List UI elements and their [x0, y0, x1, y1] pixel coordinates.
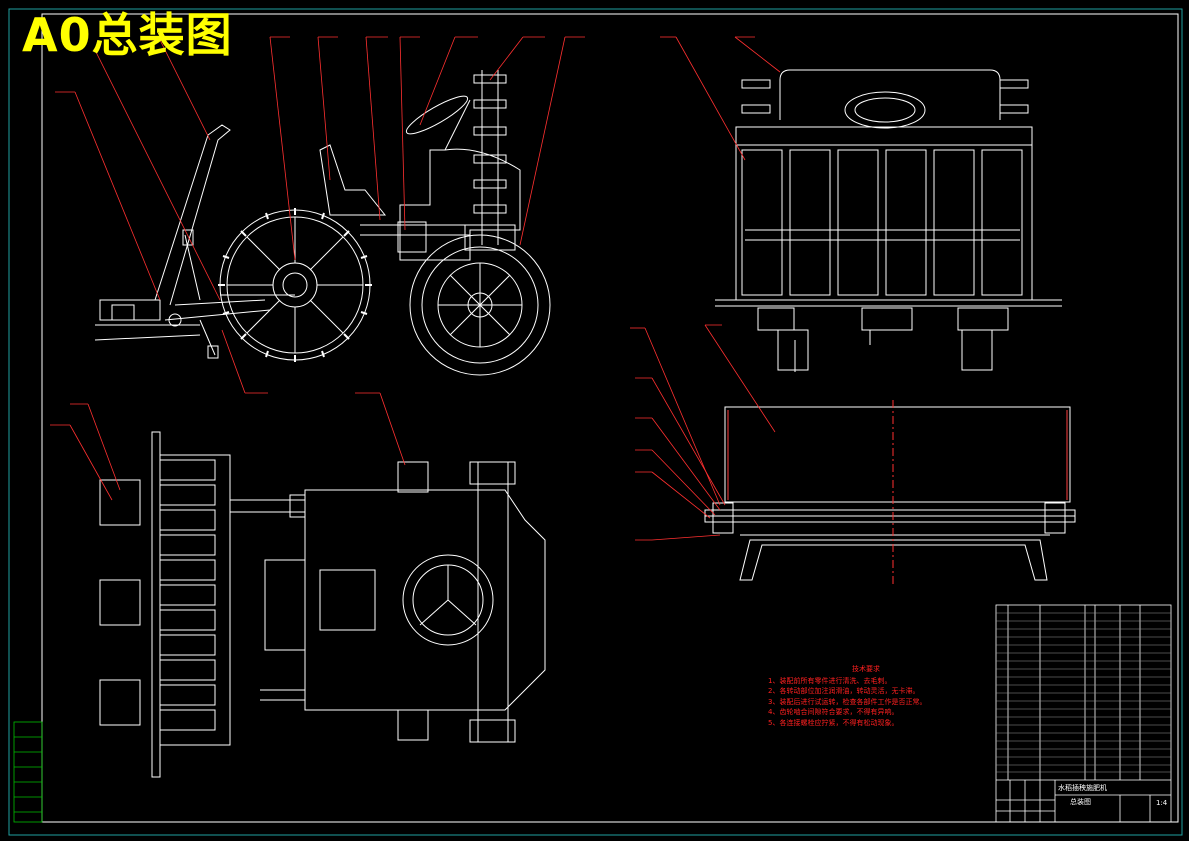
title-block-drawing-type: 总装图: [1070, 798, 1091, 806]
leader-lines: [50, 36, 781, 541]
title-block: [995, 604, 1172, 823]
technical-requirements-title: 技术要求: [852, 665, 880, 673]
fertilizer-box-section: [704, 400, 1076, 585]
title-block-name: 水稻插秧施肥机: [1058, 784, 1107, 792]
requirement-line: 2、各转动部位加注润滑油，转动灵活，无卡滞。: [768, 687, 920, 695]
title-block-scale: 1:4: [1156, 799, 1168, 807]
requirement-line: 4、齿轮啮合间隙符合要求，不得有异响。: [768, 708, 899, 716]
requirement-line: 1、装配前所有零件进行清洗、去毛刺。: [768, 676, 892, 685]
top-view: [99, 431, 546, 778]
side-table: [13, 721, 43, 823]
drawing-title-overlay: A0总装图: [22, 8, 233, 62]
technical-requirements: 技术要求 1、装配前所有零件进行清洗、去毛刺。 2、各转动部位加注润滑油，转动灵…: [768, 664, 964, 728]
front-view: [715, 69, 1062, 372]
requirement-line: 5、各连接螺栓应拧紧，不得有松动现象。: [768, 718, 899, 727]
sheet-inner-border: [41, 13, 1179, 823]
side-view: [94, 70, 551, 376]
sheet-outer-border: [8, 8, 1183, 836]
requirement-line: 3、装配后进行试运转，检查各部件工作是否正常。: [768, 697, 927, 706]
